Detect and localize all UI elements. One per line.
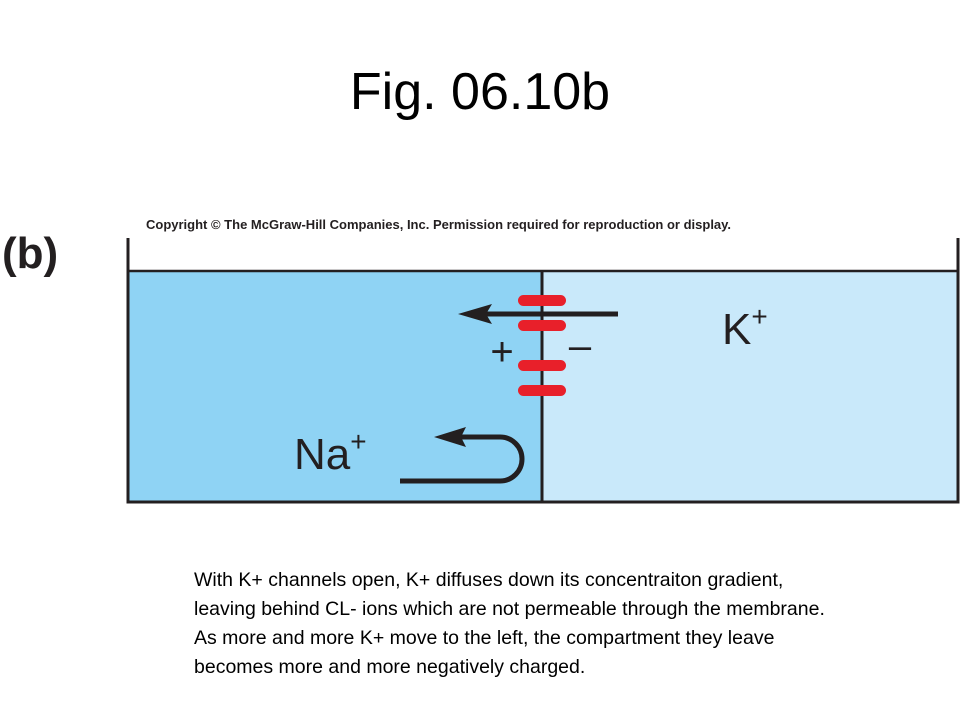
slide-title: Fig. 06.10b [349, 63, 611, 121]
membrane-charge-mark [518, 360, 566, 371]
na-ion-label: Na+ [294, 426, 367, 479]
k-ion-charge: + [751, 301, 767, 332]
na-return-arrow-head [434, 427, 466, 447]
k-ion-symbol: K [722, 305, 751, 354]
copyright-notice: Copyright © The McGraw-Hill Companies, I… [146, 217, 732, 232]
caption-text: With K+ channels open, K+ diffuses down … [194, 569, 825, 678]
na-ion-charge: + [350, 426, 366, 457]
membrane-charge-mark [518, 320, 566, 331]
left-charge-sign: + [490, 330, 513, 374]
left-compartment [128, 271, 542, 502]
right-compartment [542, 271, 958, 502]
k-flux-arrow-head [458, 304, 492, 324]
membrane-charge-mark [518, 385, 566, 396]
na-ion-symbol: Na [294, 430, 351, 479]
na-return-arrow [400, 434, 525, 484]
panel-label: (b) [2, 229, 59, 278]
right-charge-sign: – [569, 324, 592, 368]
membrane-charge-mark [518, 295, 566, 306]
k-ion-label: K+ [722, 301, 768, 354]
